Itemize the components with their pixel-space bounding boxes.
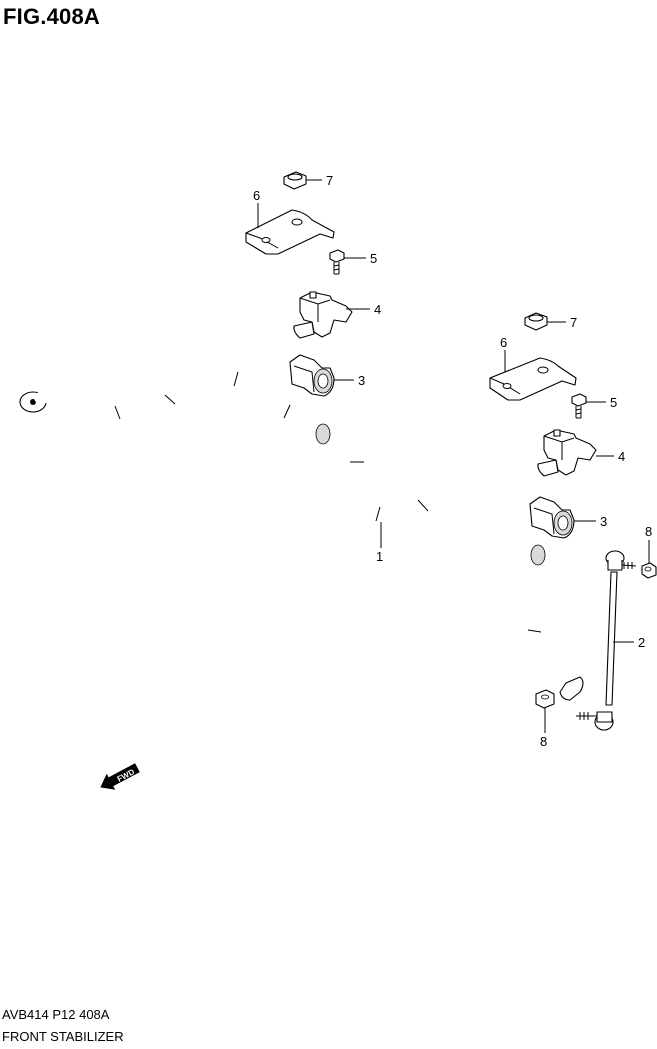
bracket-4-left[interactable] <box>293 291 353 339</box>
stabilizer-bar-eye-hole <box>30 399 36 405</box>
stabilizer-bar[interactable] <box>19 365 584 701</box>
bar-bushing-ring-left <box>315 423 331 445</box>
bushing-3-right[interactable] <box>529 496 575 539</box>
callout-4-left: 4 <box>374 302 381 317</box>
callout-8-lower: 8 <box>540 734 547 749</box>
figure-title: FIG.408A <box>3 4 100 29</box>
callout-8-upper: 8 <box>645 524 652 539</box>
bar-bushing-ring-right <box>530 544 546 566</box>
callout-7-right: 7 <box>570 315 577 330</box>
nut-8-upper[interactable] <box>641 562 657 579</box>
stabilizer-link-2[interactable] <box>576 550 637 731</box>
callout-3-right: 3 <box>600 514 607 529</box>
callout-6-right: 6 <box>500 335 507 350</box>
callout-1: 1 <box>376 549 383 564</box>
bolt-5-left[interactable] <box>329 249 345 275</box>
nut-7-left[interactable] <box>283 171 307 190</box>
nut-8-lower[interactable] <box>535 689 555 709</box>
callout-6-left: 6 <box>253 188 260 203</box>
bushing-3-left[interactable] <box>289 354 335 397</box>
bracket-6-right[interactable] <box>489 357 577 401</box>
callout-5-right: 5 <box>610 395 617 410</box>
callout-4-right: 4 <box>618 449 625 464</box>
callout-leaders <box>257 179 650 733</box>
figure-name: FRONT STABILIZER <box>2 1029 124 1044</box>
stabilizer-bar-right-end <box>559 676 584 701</box>
callout-5-left: 5 <box>370 251 377 266</box>
bolt-5-right[interactable] <box>571 393 587 419</box>
bracket-4-right[interactable] <box>537 429 597 477</box>
fwd-arrow-icon: FWD <box>100 763 140 790</box>
figure-code: AVB414 P12 408A <box>2 1007 110 1022</box>
callout-2: 2 <box>638 635 645 650</box>
callout-7-left: 7 <box>326 173 333 188</box>
callout-3-left: 3 <box>358 373 365 388</box>
bracket-6-left[interactable] <box>245 209 335 255</box>
nut-7-right[interactable] <box>524 312 548 331</box>
